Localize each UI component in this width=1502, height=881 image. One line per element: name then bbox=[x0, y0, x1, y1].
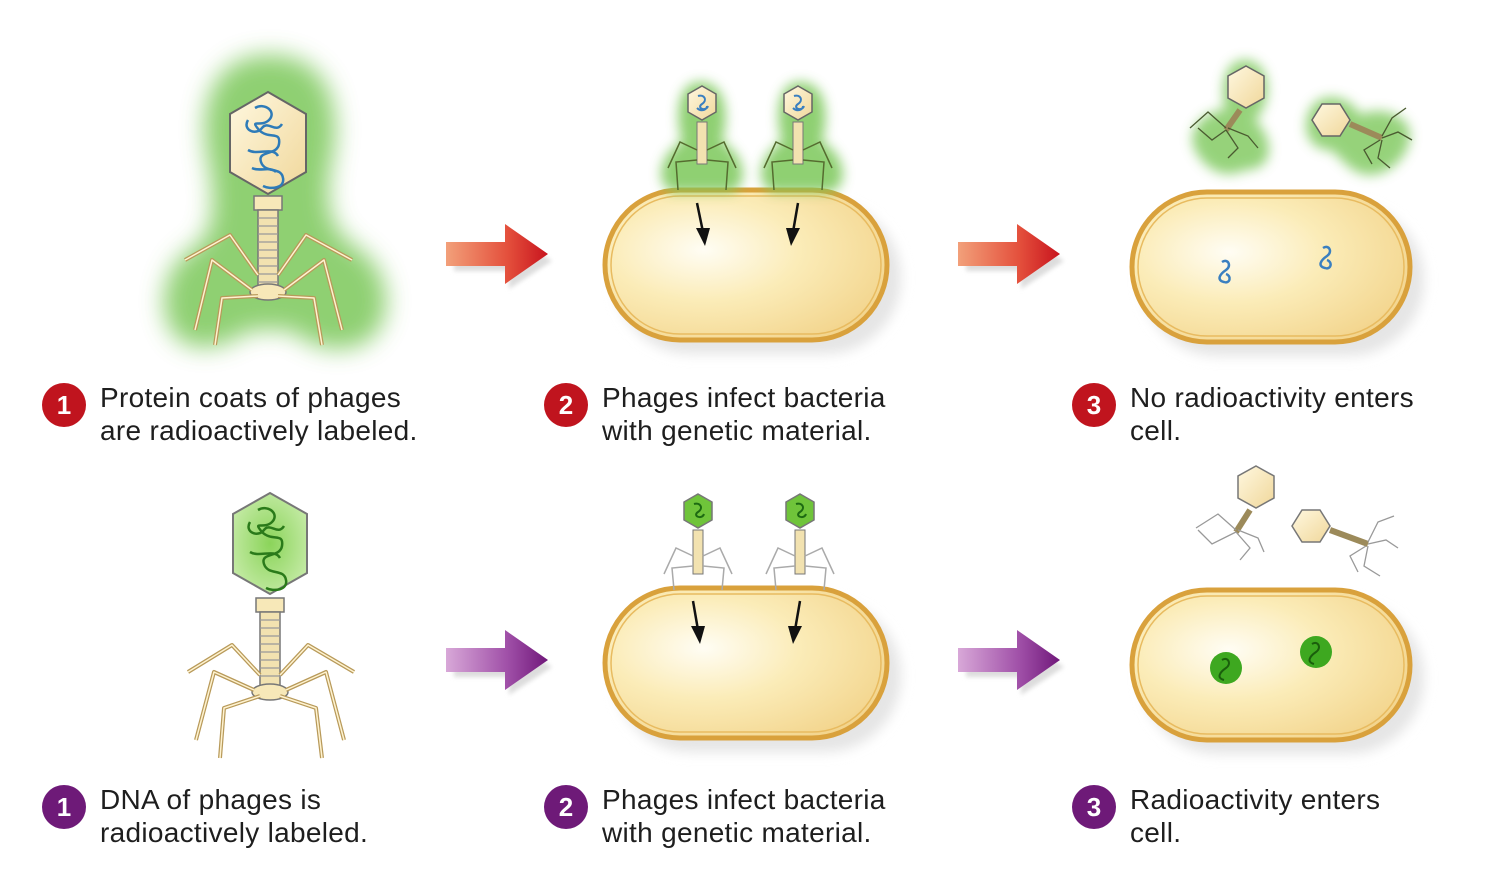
unlabeled-dna bbox=[1218, 245, 1332, 284]
step-caption-r2-s2: 2 Phages infect bacteria with genetic ma… bbox=[544, 783, 886, 849]
injection-arrow bbox=[695, 202, 710, 246]
dna-coil-blue bbox=[245, 104, 285, 190]
injection-arrow bbox=[788, 600, 802, 644]
step-description: Radioactivity enters cell. bbox=[1130, 784, 1381, 848]
step-number-badge: 1 bbox=[42, 785, 86, 829]
step-caption-r1-s1: 1 Protein coats of phages are radioactiv… bbox=[42, 381, 418, 447]
step-caption-r1-s2: 2 Phages infect bacteria with genetic ma… bbox=[544, 381, 886, 447]
radioactive-dna bbox=[1210, 636, 1332, 684]
phage-head bbox=[232, 491, 308, 596]
process-arrow-purple bbox=[446, 630, 552, 695]
step-number-badge: 2 bbox=[544, 785, 588, 829]
phage-dna-labeled bbox=[186, 491, 356, 759]
step-number-badge: 3 bbox=[1072, 383, 1116, 427]
injection-arrow bbox=[786, 202, 800, 246]
phage-collar bbox=[253, 195, 283, 211]
attached-phage-protein-labeled bbox=[761, 82, 843, 192]
step-caption-r2-s1: 1 DNA of phages is radioactively labeled… bbox=[42, 783, 368, 849]
process-arrow-purple bbox=[958, 630, 1064, 695]
step-description: Phages infect bacteria with genetic mate… bbox=[602, 784, 886, 848]
attached-phage-dna-labeled bbox=[765, 493, 835, 591]
step-description: Phages infect bacteria with genetic mate… bbox=[602, 382, 886, 446]
step-description: No radioactivity enters cell. bbox=[1130, 382, 1414, 446]
empty-phage-coat-labeled bbox=[1189, 60, 1269, 174]
injection-arrow bbox=[691, 600, 705, 644]
empty-phage-coat-labeled bbox=[1306, 97, 1413, 175]
phage-head bbox=[229, 90, 307, 196]
step-number-badge: 3 bbox=[1072, 785, 1116, 829]
step-number-badge: 2 bbox=[544, 383, 588, 427]
bacterium-cell bbox=[602, 187, 901, 354]
empty-phage-coat bbox=[1291, 509, 1399, 577]
attached-phage-protein-labeled bbox=[661, 82, 743, 192]
bacterium-cell bbox=[1129, 587, 1424, 754]
attached-phage-dna-labeled bbox=[663, 493, 733, 591]
dna-coil-green bbox=[247, 506, 288, 592]
step-caption-r2-s3: 3 Radioactivity enters cell. bbox=[1072, 783, 1380, 849]
step-caption-r1-s3: 3 No radioactivity enters cell. bbox=[1072, 381, 1414, 447]
bacterium-cell bbox=[1129, 189, 1424, 356]
step-description: DNA of phages is radioactively labeled. bbox=[100, 784, 369, 848]
empty-phage-coat bbox=[1195, 465, 1275, 561]
process-arrow-red bbox=[446, 224, 552, 289]
phage-tail bbox=[249, 209, 287, 301]
process-arrow-red bbox=[958, 224, 1064, 289]
step-description: Protein coats of phages are radioactivel… bbox=[100, 382, 418, 446]
step-number-badge: 1 bbox=[42, 383, 86, 427]
phage-protein-labeled bbox=[163, 55, 387, 350]
bacterium-cell bbox=[602, 585, 901, 752]
